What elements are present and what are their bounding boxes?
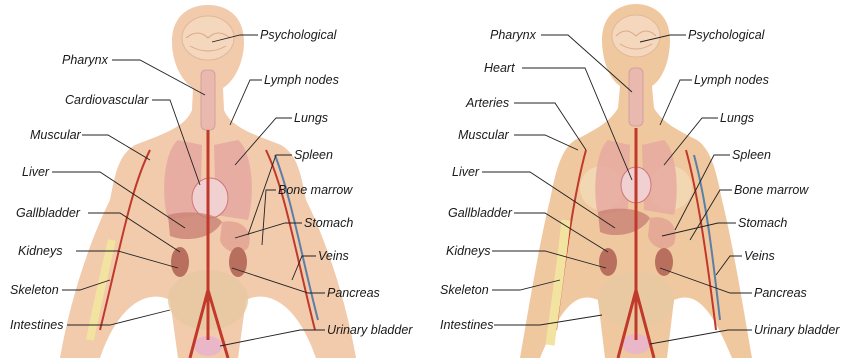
female-label-intestines: Intestines: [440, 318, 494, 332]
male-label-veins: Veins: [318, 249, 349, 263]
male-label-pancreas: Pancreas: [327, 286, 380, 300]
male-heart: [192, 178, 228, 218]
female-label-spleen: Spleen: [732, 148, 771, 162]
female-label-psychological: Psychological: [688, 28, 766, 42]
female-label-veins: Veins: [744, 249, 775, 263]
female-label-skeleton: Skeleton: [440, 283, 489, 297]
female-label-liver: Liver: [452, 165, 480, 179]
male-label-pharynx: Pharynx: [62, 53, 109, 67]
male-label-lungs: Lungs: [294, 111, 328, 125]
male-label-spleen: Spleen: [294, 148, 333, 162]
female-kidney-left: [599, 248, 617, 276]
male-label-intestines: Intestines: [10, 318, 64, 332]
male-label-bone-marrow: Bone marrow: [278, 183, 353, 197]
female-label-bone-marrow: Bone marrow: [734, 183, 809, 197]
female-label-muscular: Muscular: [458, 128, 510, 142]
female-label-stomach: Stomach: [738, 216, 787, 230]
female-label-urinary-bladder: Urinary bladder: [754, 323, 840, 337]
male-label-urinary-bladder: Urinary bladder: [327, 323, 413, 337]
male-label-muscular: Muscular: [30, 128, 82, 142]
male-label-psychological: Psychological: [260, 28, 338, 42]
female-label-lymph-nodes: Lymph nodes: [694, 73, 769, 87]
female-label-arteries: Arteries: [465, 96, 509, 110]
female-label-kidneys: Kidneys: [446, 244, 490, 258]
female-label-heart: Heart: [484, 61, 515, 75]
male-label-stomach: Stomach: [304, 216, 353, 230]
male-label-skeleton: Skeleton: [10, 283, 59, 297]
male-label-gallbladder: Gallbladder: [16, 206, 81, 220]
male-label-lymph-nodes: Lymph nodes: [264, 73, 339, 87]
female-figure: [520, 4, 752, 358]
female-label-pancreas: Pancreas: [754, 286, 807, 300]
female-label-gallbladder: Gallbladder: [448, 206, 513, 220]
female-label-pharynx: Pharynx: [490, 28, 537, 42]
female-label-lungs: Lungs: [720, 111, 754, 125]
male-label-kidneys: Kidneys: [18, 244, 62, 258]
male-label-liver: Liver: [22, 165, 50, 179]
male-label-cardiovascular: Cardiovascular: [65, 93, 149, 107]
